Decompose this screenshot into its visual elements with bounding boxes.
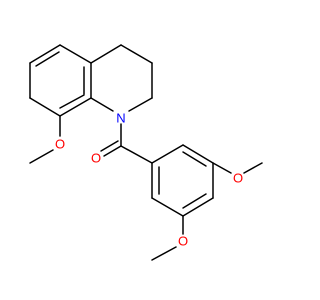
bond <box>35 51 60 67</box>
bond <box>182 193 207 209</box>
bond <box>120 44 153 64</box>
oxygen-label-carbonyl: O <box>91 151 101 166</box>
molecule-structure: N O O O O <box>29 44 263 261</box>
bond <box>212 162 232 174</box>
bond <box>128 97 153 112</box>
oxygen-label-methoxy-3: O <box>178 234 188 249</box>
dimethoxyphenyl-ring <box>151 144 214 217</box>
oxygen-label-methoxy-4: O <box>233 171 243 186</box>
bond <box>90 97 114 112</box>
bond <box>151 246 177 261</box>
bond <box>151 144 184 164</box>
bond <box>29 44 61 64</box>
bond <box>120 145 153 164</box>
bond <box>182 197 214 217</box>
bond <box>103 145 122 157</box>
bond <box>59 97 92 117</box>
atom-o-carbonyl: O <box>91 151 101 166</box>
quinoline-saturated-ring <box>90 44 153 112</box>
amide-linkage <box>100 123 153 164</box>
bond <box>100 140 119 152</box>
bond <box>243 162 263 174</box>
methoxy-group-8 <box>29 115 61 164</box>
bond <box>29 149 54 164</box>
nitrogen-label: N <box>116 111 125 126</box>
atom-o-methoxy-4: O <box>233 171 243 186</box>
bond <box>182 144 214 164</box>
atom-n1: N <box>116 111 125 126</box>
bond <box>151 197 184 217</box>
quinoline-benzene-ring <box>29 44 92 117</box>
bond <box>29 97 61 117</box>
bond <box>90 44 122 64</box>
atom-o-methoxy-8: O <box>55 137 65 152</box>
bond <box>182 151 207 167</box>
oxygen-label-methoxy-8: O <box>55 137 65 152</box>
atom-o-methoxy-3: O <box>178 234 188 249</box>
methoxy-group-4 <box>212 162 263 174</box>
methoxy-group-3 <box>151 215 184 261</box>
bond <box>59 44 92 64</box>
bond <box>59 94 85 109</box>
structure-canvas: N O O O O <box>29 44 263 261</box>
